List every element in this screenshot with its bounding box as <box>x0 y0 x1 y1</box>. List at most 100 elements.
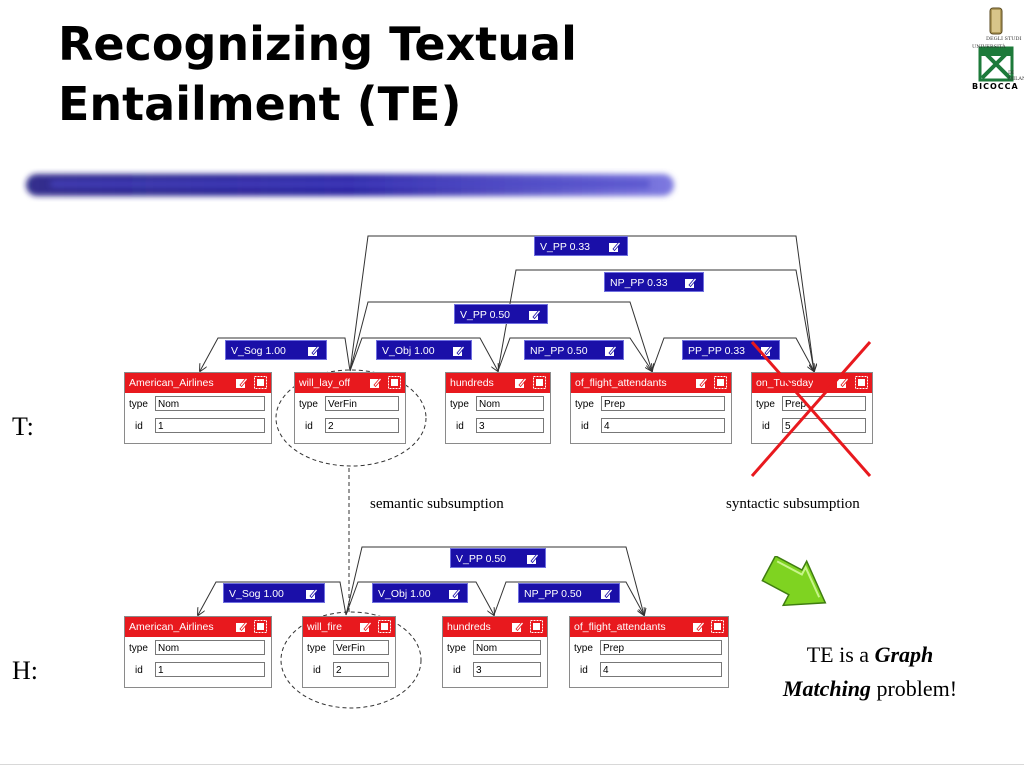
type-label: type <box>756 399 775 410</box>
node-name: hundreds <box>447 621 491 633</box>
edit-icon[interactable] <box>836 376 850 389</box>
edge-label: NP_PP 0.50 <box>530 345 588 357</box>
id-row: id 4 <box>570 659 728 681</box>
type-field[interactable]: Nom <box>155 396 265 411</box>
edit-icon[interactable] <box>692 620 706 633</box>
node-menu-icon[interactable] <box>714 376 727 389</box>
edit-icon[interactable] <box>528 308 541 321</box>
h-node-1[interactable]: American_Airlines type Nom id 1 <box>124 616 272 688</box>
node-name: American_Airlines <box>129 377 214 389</box>
id-field[interactable]: 2 <box>325 418 399 433</box>
edit-icon[interactable] <box>514 376 528 389</box>
h-node-4[interactable]: of_flight_attendants type Prep id 4 <box>569 616 729 688</box>
h-edge-vpp050[interactable]: V_PP 0.50 <box>450 548 546 568</box>
t-node-1[interactable]: American_Airlines type Nom id 1 <box>124 372 272 444</box>
t-edge-vobj[interactable]: V_Obj 1.00 <box>376 340 472 360</box>
type-label: type <box>307 643 326 654</box>
edit-icon[interactable] <box>608 240 621 253</box>
edit-icon[interactable] <box>684 276 697 289</box>
type-label: type <box>450 399 469 410</box>
edit-icon[interactable] <box>448 587 461 600</box>
node-menu-icon[interactable] <box>254 376 267 389</box>
node-header: American_Airlines <box>125 617 271 637</box>
edit-icon[interactable] <box>760 344 773 357</box>
node-menu-icon[interactable] <box>533 376 546 389</box>
id-field[interactable]: 2 <box>333 662 389 677</box>
edit-icon[interactable] <box>511 620 525 633</box>
edit-icon[interactable] <box>600 587 613 600</box>
node-name: on_Tuesday <box>756 377 814 389</box>
h-node-3[interactable]: hundreds type Nom id 3 <box>442 616 548 688</box>
node-menu-icon[interactable] <box>711 620 724 633</box>
node-menu-icon[interactable] <box>530 620 543 633</box>
type-label: type <box>574 643 593 654</box>
edge-label: V_Obj 1.00 <box>378 588 431 600</box>
type-label: type <box>575 399 594 410</box>
node-header: will_fire <box>303 617 395 637</box>
type-field[interactable]: Prep <box>601 396 725 411</box>
node-header: of_flight_attendants <box>571 373 731 393</box>
t-line-pppp <box>651 337 814 371</box>
id-label: id <box>581 421 589 432</box>
id-field[interactable]: 1 <box>155 662 265 677</box>
node-header: hundreds <box>443 617 547 637</box>
node-header: hundreds <box>446 373 550 393</box>
h-line-nppp <box>493 581 644 615</box>
id-label: id <box>580 665 588 676</box>
type-field[interactable]: VerFin <box>325 396 399 411</box>
edit-icon[interactable] <box>526 552 539 565</box>
edit-icon[interactable] <box>307 344 320 357</box>
h-edge-vobj[interactable]: V_Obj 1.00 <box>372 583 468 603</box>
t-node-3[interactable]: hundreds type Nom id 3 <box>445 372 551 444</box>
type-field[interactable]: Nom <box>473 640 541 655</box>
type-field[interactable]: VerFin <box>333 640 389 655</box>
edit-icon[interactable] <box>452 344 465 357</box>
node-menu-icon[interactable] <box>254 620 267 633</box>
h-line-vobj <box>345 581 494 615</box>
type-field[interactable]: Nom <box>476 396 544 411</box>
t-node-4[interactable]: of_flight_attendants type Prep id 4 <box>570 372 732 444</box>
edit-icon[interactable] <box>359 620 373 633</box>
edge-label: V_Sog 1.00 <box>231 345 286 357</box>
node-menu-icon[interactable] <box>378 620 391 633</box>
type-field[interactable]: Nom <box>155 640 265 655</box>
type-field[interactable]: Prep <box>600 640 722 655</box>
id-field[interactable]: 4 <box>601 418 725 433</box>
edit-icon[interactable] <box>305 587 318 600</box>
t-edge-vsog[interactable]: V_Sog 1.00 <box>225 340 327 360</box>
conclusion-post: problem! <box>870 676 958 701</box>
id-field[interactable]: 1 <box>155 418 265 433</box>
id-field[interactable]: 3 <box>476 418 544 433</box>
node-header: of_flight_attendants <box>570 617 728 637</box>
t-edge-nppp033[interactable]: NP_PP 0.33 <box>604 272 704 292</box>
edge-label: NP_PP 0.50 <box>524 588 582 600</box>
logo-side-top: DEGLI STUDI <box>986 36 1022 42</box>
t-node-2[interactable]: will_lay_off type VerFin id 2 <box>294 372 406 444</box>
edit-icon[interactable] <box>369 376 383 389</box>
node-menu-icon[interactable] <box>855 376 868 389</box>
note-syntactic-subsumption: syntactic subsumption <box>726 496 860 512</box>
conclusion-matching: Matching <box>782 676 871 701</box>
node-header: American_Airlines <box>125 373 271 393</box>
t-edge-vpp050[interactable]: V_PP 0.50 <box>454 304 548 324</box>
id-field[interactable]: 4 <box>600 662 722 677</box>
t-edge-vpp033[interactable]: V_PP 0.33 <box>534 236 628 256</box>
t-edge-nppp050[interactable]: NP_PP 0.50 <box>524 340 624 360</box>
type-label: type <box>299 399 318 410</box>
node-menu-icon[interactable] <box>388 376 401 389</box>
h-edge-vsog[interactable]: V_Sog 1.00 <box>223 583 325 603</box>
h-node-2[interactable]: will_fire type VerFin id 2 <box>302 616 396 688</box>
slide-title: Recognizing Textual Entailment (TE) <box>58 14 577 134</box>
edit-icon[interactable] <box>695 376 709 389</box>
edit-icon[interactable] <box>235 620 249 633</box>
edit-icon[interactable] <box>604 344 617 357</box>
h-edge-nppp[interactable]: NP_PP 0.50 <box>518 583 620 603</box>
node-name: will_lay_off <box>299 377 351 389</box>
id-field[interactable]: 3 <box>473 662 541 677</box>
id-row: id 3 <box>443 659 547 681</box>
type-row: type Nom <box>443 637 547 659</box>
type-row: type VerFin <box>295 393 405 415</box>
node-name: of_flight_attendants <box>575 377 667 389</box>
edit-icon[interactable] <box>235 376 249 389</box>
